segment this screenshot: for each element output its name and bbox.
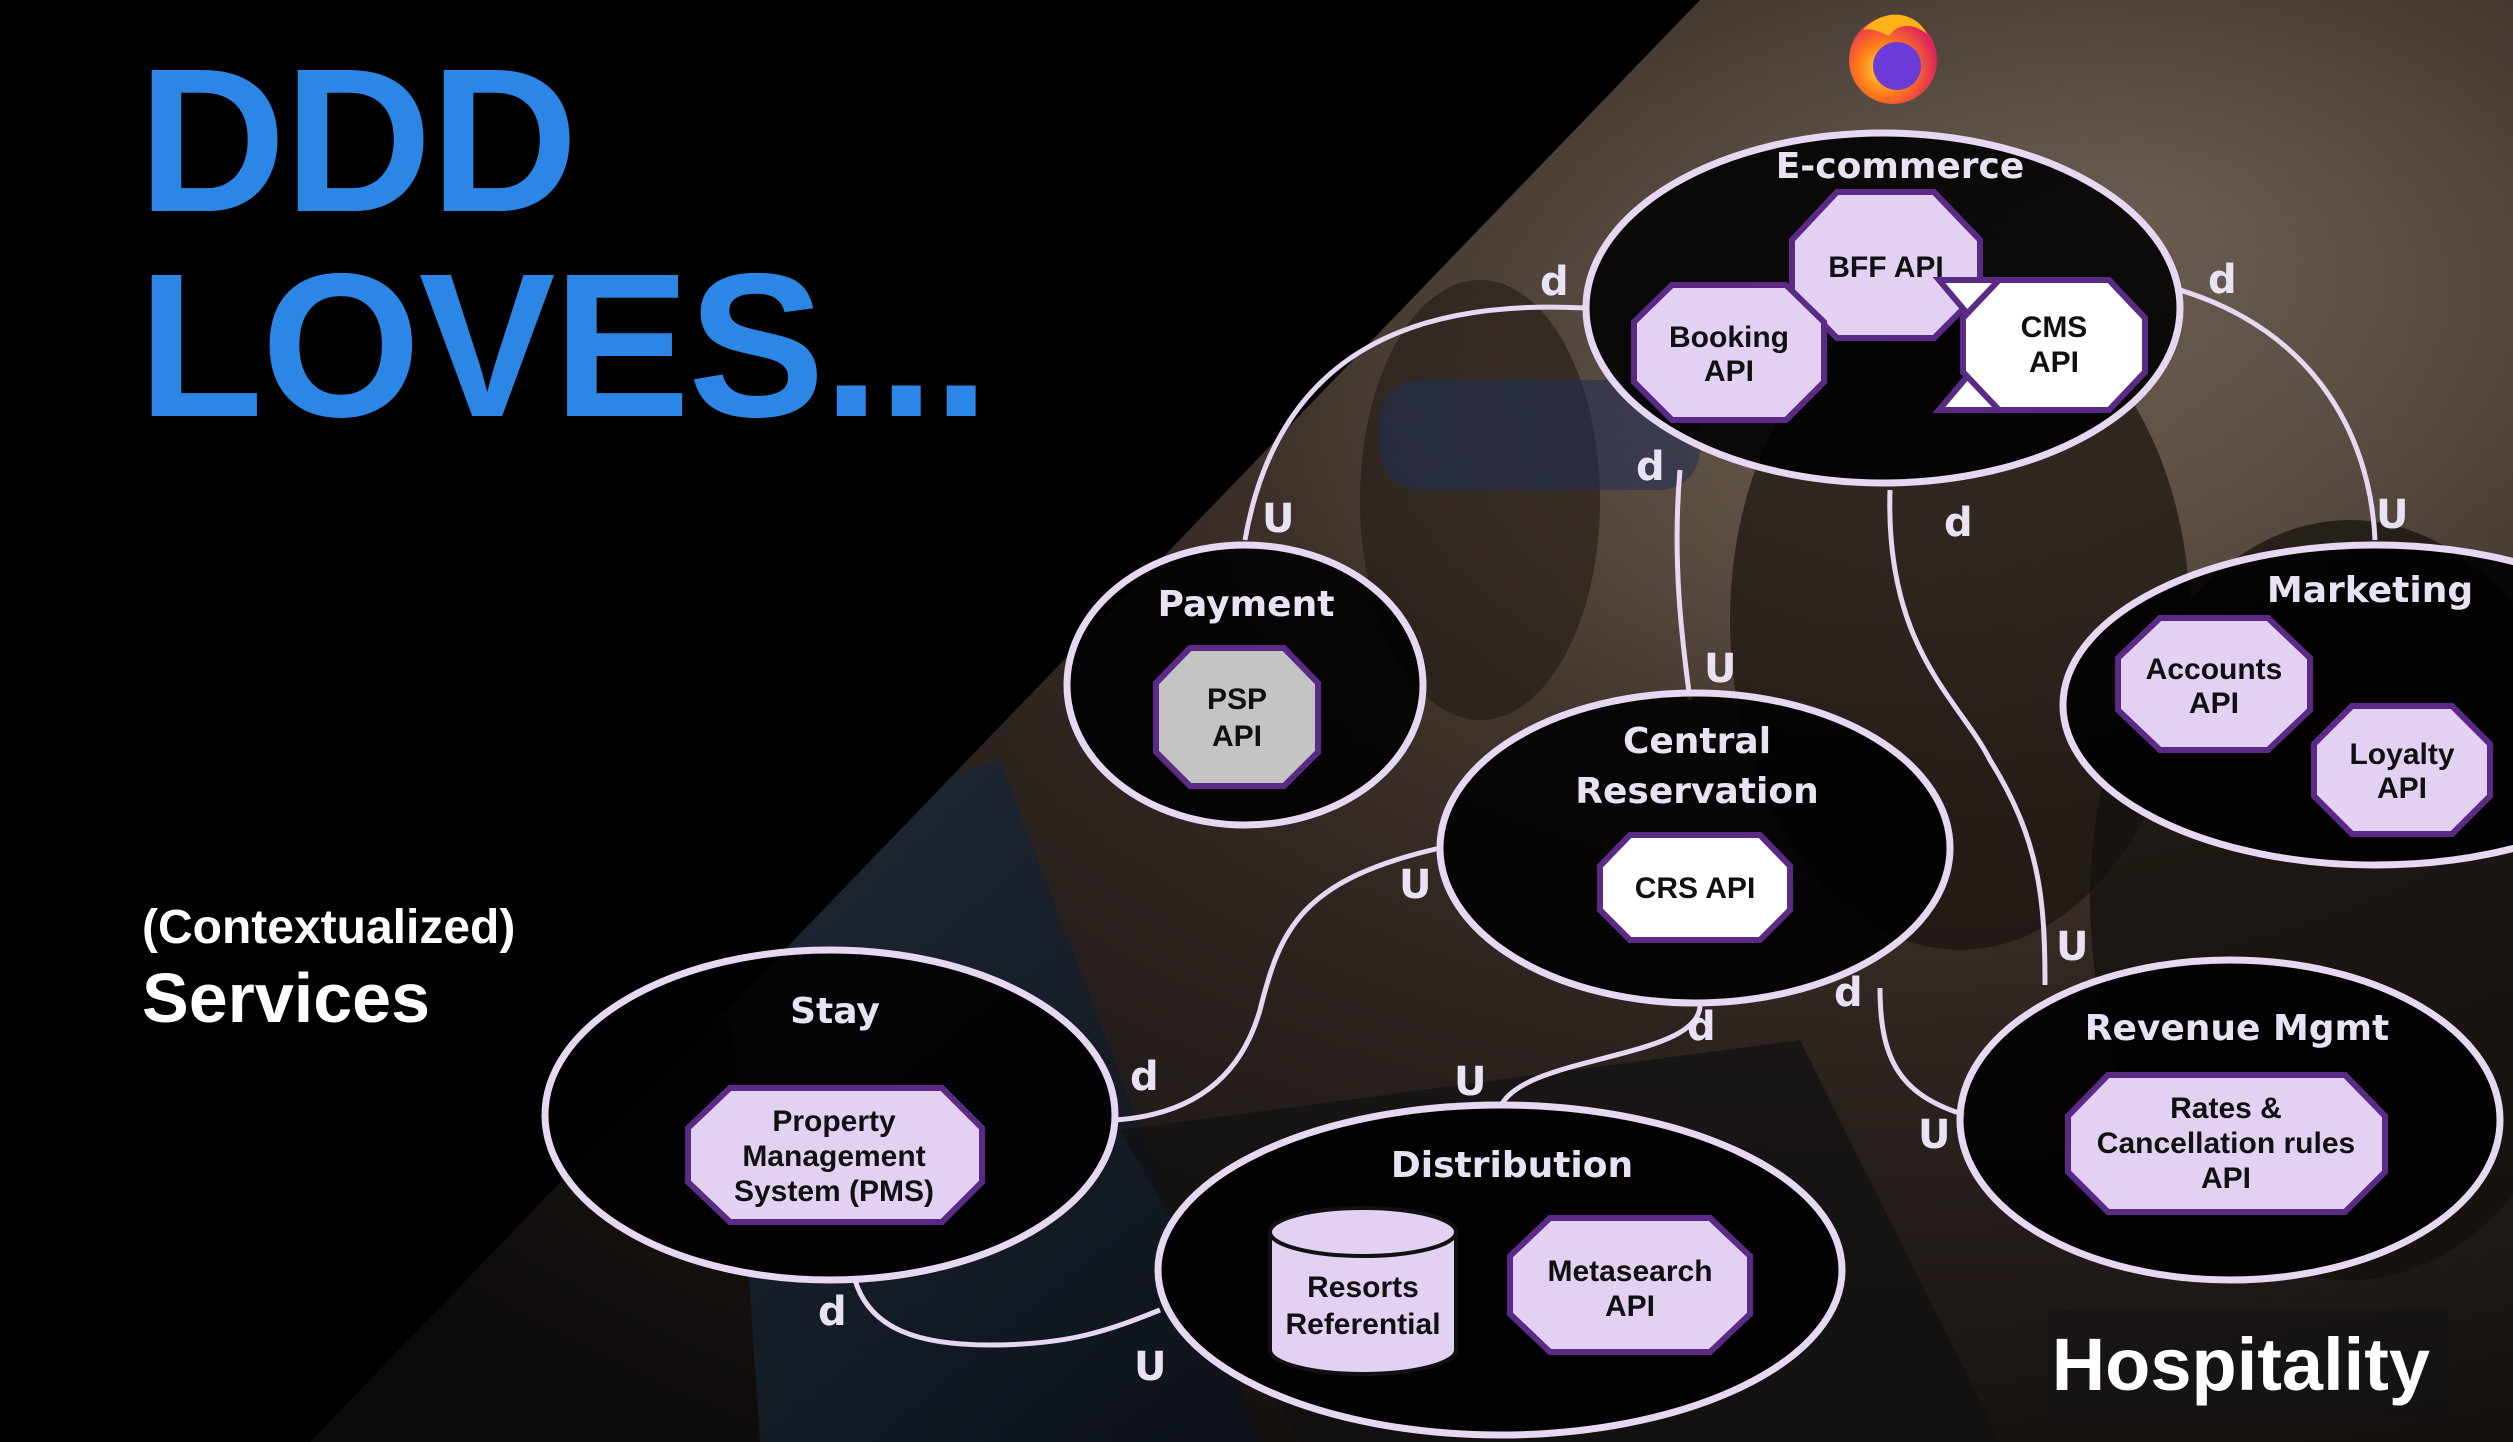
link-ecommerce-central xyxy=(1674,469,1693,701)
marker-upstream: U xyxy=(1134,1344,1166,1390)
link-stay-distribution xyxy=(852,1279,1161,1348)
node-resorts-referential[interactable] xyxy=(1268,1206,1458,1376)
context-label-distribution: Distribution xyxy=(1391,1145,1633,1186)
marker-upstream: U xyxy=(1262,496,1294,542)
marker-upstream: U xyxy=(1399,862,1431,908)
subtitle-line-2: Services xyxy=(142,959,431,1037)
subtitle-line-1: (Contextualized) xyxy=(142,901,516,954)
node-psp-api[interactable] xyxy=(1153,645,1321,789)
marker-downstream: d xyxy=(2208,257,2237,303)
node-crs-api[interactable] xyxy=(1597,832,1793,943)
node-label-booking-1: Booking xyxy=(1669,321,1789,354)
slide-title: DDD LOVES... xyxy=(138,26,990,460)
node-label-bff: BFF API xyxy=(1828,251,1944,284)
link-central-distribution xyxy=(1497,1004,1703,1110)
link-ecommerce-payment xyxy=(1242,304,1586,541)
marker-downstream: d xyxy=(818,1289,847,1335)
node-booking-api[interactable] xyxy=(1631,282,1827,423)
title-line-2: LOVES... xyxy=(138,231,990,460)
marker-downstream: d xyxy=(1834,970,1863,1016)
node-label-cms-1: CMS xyxy=(2021,311,2088,344)
context-label-payment: Payment xyxy=(1158,584,1335,625)
node-label-crs: CRS API xyxy=(1635,872,1756,905)
node-pms[interactable] xyxy=(685,1085,985,1225)
context-label-central-2: Reservation xyxy=(1575,771,1818,812)
link-central-revenue xyxy=(1877,987,1966,1118)
node-label-booking-2: API xyxy=(1704,355,1754,388)
node-metasearch-api[interactable] xyxy=(1507,1215,1753,1355)
title-line-1: DDD xyxy=(138,26,578,255)
relationship-lines xyxy=(852,287,2378,1348)
node-bff-api[interactable] xyxy=(1789,189,1983,341)
node-label-loyalty-1: Loyalty xyxy=(2349,738,2454,771)
link-ecommerce-marketing xyxy=(2179,287,2378,541)
node-label-resorts-2: Referential xyxy=(1285,1308,1440,1341)
marker-upstream: U xyxy=(1918,1112,1950,1158)
node-label-loyalty-2: API xyxy=(2377,772,2427,805)
node-rates-api[interactable] xyxy=(2065,1072,2388,1215)
node-accounts-api[interactable] xyxy=(2115,615,2313,753)
node-label-resorts-1: Resorts xyxy=(1307,1271,1419,1304)
node-label-rates-1: Rates & xyxy=(2170,1092,2282,1125)
node-loyalty-api[interactable] xyxy=(2311,703,2493,837)
node-label-metasearch-1: Metasearch xyxy=(1547,1255,1712,1288)
marker-downstream: d xyxy=(1540,259,1569,305)
context-label-stay: Stay xyxy=(790,991,880,1032)
node-label-cms-2: API xyxy=(2029,346,2079,379)
node-label-pms-3: System (PMS) xyxy=(734,1175,934,1208)
node-label-metasearch-2: API xyxy=(1605,1290,1655,1323)
marker-upstream: U xyxy=(2056,924,2088,970)
firefox-icon xyxy=(1849,14,1937,104)
marker-downstream: d xyxy=(1944,500,1973,546)
context-label-ecommerce: E-commerce xyxy=(1776,146,2025,187)
link-central-stay xyxy=(1114,845,1441,1123)
node-label-rates-3: API xyxy=(2201,1162,2251,1195)
node-label-pms-1: Property xyxy=(772,1105,896,1138)
node-label-psp-2: API xyxy=(1212,720,1262,753)
context-label-marketing: Marketing xyxy=(2267,570,2473,611)
domain-tag: Hospitality xyxy=(2048,1310,2448,1420)
context-label-central-1: Central xyxy=(1623,721,1771,762)
marker-upstream: U xyxy=(2376,492,2408,538)
marker-upstream: U xyxy=(1454,1059,1486,1105)
link-ecommerce-revenue xyxy=(1887,489,2048,986)
node-cms-api-shape xyxy=(1960,277,2148,413)
node-label-psp-1: PSP xyxy=(1207,683,1267,716)
marker-downstream: d xyxy=(1636,444,1665,490)
marker-downstream: d xyxy=(1687,1004,1716,1050)
node-label-pms-2: Management xyxy=(742,1140,925,1173)
node-label-accounts-1: Accounts xyxy=(2146,653,2283,686)
context-label-revenue: Revenue Mgmt xyxy=(2085,1008,2390,1049)
marker-downstream: d xyxy=(1130,1054,1159,1100)
marker-upstream: U xyxy=(1704,646,1736,692)
node-label-accounts-2: API xyxy=(2189,687,2239,720)
node-label-rates-2: Cancellation rules xyxy=(2097,1127,2355,1160)
